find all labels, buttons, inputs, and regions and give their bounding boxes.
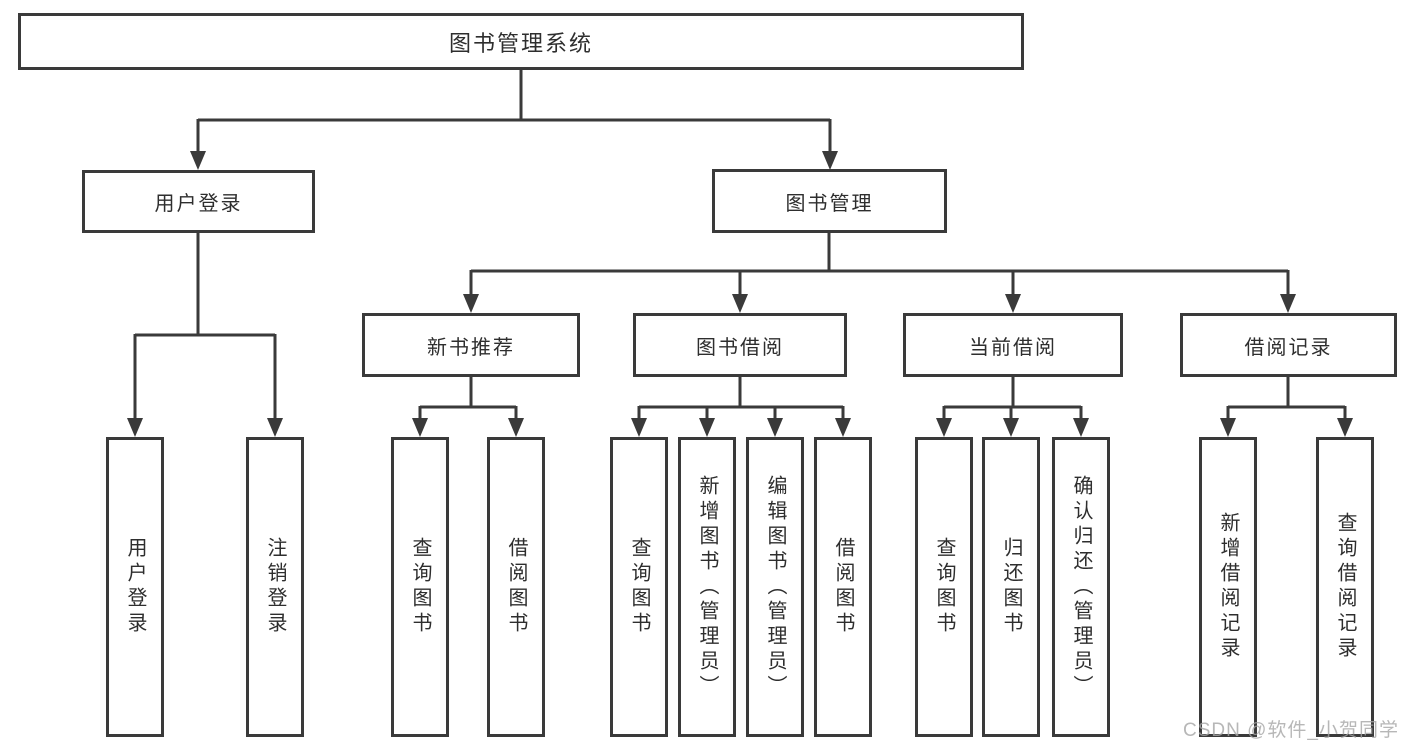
node-library-management-system: 图书管理系统 [18,13,1024,70]
leaf-borrow-books-borrowing: 借阅图书 [814,437,872,737]
leaf-query-books-recommend-label: 查询图书 [409,537,431,637]
leaf-edit-book-admin: 编辑图书（管理员） [746,437,804,737]
leaf-confirm-return-admin: 确认归还（管理员） [1052,437,1110,737]
leaf-query-books-recommend: 查询图书 [391,437,449,737]
leaf-query-borrow-record-label: 查询借阅记录 [1334,512,1356,662]
node-borrowing-records: 借阅记录 [1180,313,1397,377]
leaf-borrow-books-recommend-label: 借阅图书 [505,537,527,637]
watermark: CSDN @软件_小贺同学 [1183,720,1399,741]
leaf-add-book-admin: 新增图书（管理员） [678,437,736,737]
leaf-user-login: 用户登录 [106,437,164,737]
leaf-query-books-current: 查询图书 [915,437,973,737]
node-user-login: 用户登录 [82,170,315,233]
leaf-confirm-return-admin-label: 确认归还（管理员） [1070,474,1092,700]
node-current-borrowing: 当前借阅 [903,313,1123,377]
leaf-borrow-books-borrowing-label: 借阅图书 [832,537,854,637]
leaf-query-books-borrowing-label: 查询图书 [628,537,650,637]
leaf-query-borrow-record: 查询借阅记录 [1316,437,1374,737]
leaf-add-book-admin-label: 新增图书（管理员） [696,474,718,700]
leaf-user-login-label: 用户登录 [124,537,146,637]
leaf-query-books-current-label: 查询图书 [933,537,955,637]
leaf-add-borrow-record-label: 新增借阅记录 [1217,512,1239,662]
leaf-return-book-label: 归还图书 [1000,537,1022,637]
leaf-logout: 注销登录 [246,437,304,737]
node-new-book-recommendation: 新书推荐 [362,313,580,377]
leaf-query-books-borrowing: 查询图书 [610,437,668,737]
node-book-management: 图书管理 [712,169,947,233]
leaf-logout-label: 注销登录 [264,537,286,637]
leaf-return-book: 归还图书 [982,437,1040,737]
node-book-borrowing: 图书借阅 [633,313,847,377]
leaf-edit-book-admin-label: 编辑图书（管理员） [764,474,786,700]
leaf-borrow-books-recommend: 借阅图书 [487,437,545,737]
leaf-add-borrow-record: 新增借阅记录 [1199,437,1257,737]
